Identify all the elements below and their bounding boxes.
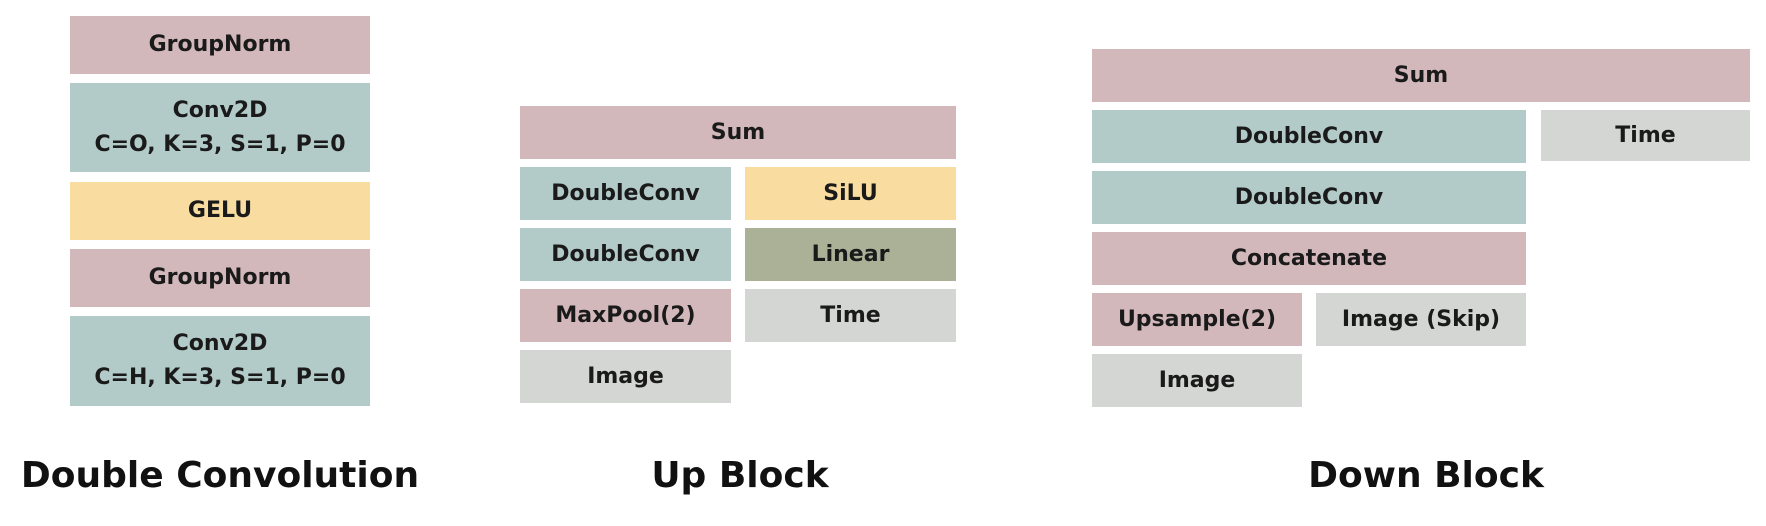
up-sum-block: Sum [520,106,956,159]
double-convolution-caption: Double Convolution [20,455,420,496]
down-sum-label: Sum [1393,62,1449,88]
groupnorm-top-label: GroupNorm [148,32,292,57]
up-doubleconv-1-block: DoubleConv [520,167,731,220]
up-maxpool-block: MaxPool(2) [520,289,731,342]
conv2d-out-label: Conv2D [172,97,268,123]
down-doubleconv-1-block: DoubleConv [1092,110,1526,163]
down-concatenate-label: Concatenate [1230,245,1388,271]
conv2d-hidden-block: Conv2D C=H, K=3, S=1, P=0 [70,316,370,406]
up-sum-label: Sum [710,119,766,145]
down-time-block: Time [1541,110,1750,161]
down-image-skip-label: Image (Skip) [1341,306,1501,332]
up-linear-block: Linear [745,228,956,281]
groupnorm-top-block: GroupNorm [70,16,370,74]
conv2d-hidden-label: Conv2D [172,331,268,356]
down-concatenate-block: Concatenate [1092,232,1526,285]
conv2d-out-params: C=O, K=3, S=1, P=0 [94,131,346,157]
up-silu-label: SiLU [823,180,878,206]
up-time-label: Time [820,302,881,328]
down-doubleconv-2-label: DoubleConv [1234,184,1384,210]
gelu-label: GELU [187,198,253,223]
down-doubleconv-1-label: DoubleConv [1234,123,1384,149]
groupnorm-bottom-block: GroupNorm [70,249,370,307]
up-silu-block: SiLU [745,167,956,220]
up-maxpool-label: MaxPool(2) [555,302,696,328]
gelu-block: GELU [70,182,370,240]
up-doubleconv-2-block: DoubleConv [520,228,731,281]
up-time-block: Time [745,289,956,342]
down-block-caption: Down Block [1308,455,1544,496]
up-doubleconv-1-label: DoubleConv [551,180,700,206]
down-doubleconv-2-block: DoubleConv [1092,171,1526,224]
up-doubleconv-2-label: DoubleConv [551,241,700,267]
up-linear-label: Linear [811,241,890,267]
down-time-label: Time [1615,122,1676,148]
conv2d-hidden-params: C=H, K=3, S=1, P=0 [94,365,346,390]
groupnorm-bottom-label: GroupNorm [148,265,292,290]
down-sum-block: Sum [1092,49,1750,102]
up-image-block: Image [520,350,731,403]
up-block-caption: Up Block [651,455,829,496]
down-upsample-label: Upsample(2) [1117,306,1277,332]
conv2d-out-block: Conv2D C=O, K=3, S=1, P=0 [70,83,370,172]
down-image-skip-block: Image (Skip) [1316,293,1526,346]
up-image-label: Image [587,363,664,389]
down-image-label: Image [1158,367,1236,393]
down-upsample-block: Upsample(2) [1092,293,1302,346]
down-image-block: Image [1092,354,1302,407]
